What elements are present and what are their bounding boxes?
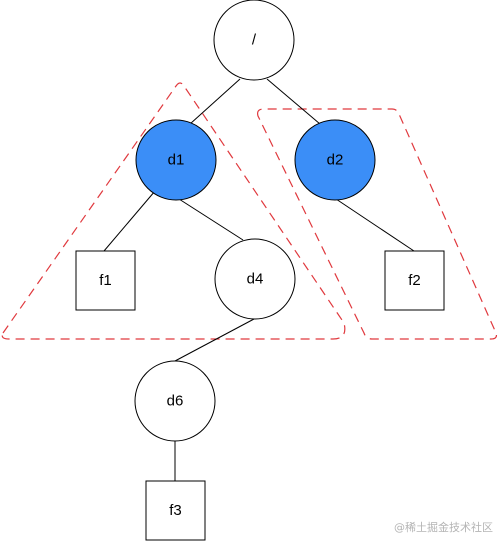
node-d1-label: d1	[168, 152, 185, 169]
group-outline-d1-subtree	[1, 82, 346, 340]
node-d1-circle	[135, 119, 217, 201]
edge-d1-d4	[178, 198, 244, 241]
tree-node-f2[interactable]: f2	[384, 250, 445, 311]
tree-node-d2[interactable]: d2	[294, 119, 376, 201]
node-d2-label: d2	[327, 152, 344, 169]
tree-node-root[interactable]: /	[213, 0, 295, 81]
node-root-label: /	[252, 32, 257, 49]
node-f3-label: f3	[169, 502, 182, 519]
tree-node-f1[interactable]: f1	[75, 250, 136, 311]
edge-d2-f2	[335, 198, 415, 252]
tree-node-d6[interactable]: d6	[134, 360, 216, 442]
edge-root-d2	[266, 78, 321, 125]
edge-d4-d6	[174, 318, 255, 362]
tree-node-d1[interactable]: d1	[135, 119, 217, 201]
edge-d1-f1	[103, 190, 156, 252]
tree-edges	[103, 78, 415, 481]
node-d4-circle	[214, 238, 296, 320]
node-f1-square	[75, 250, 136, 311]
node-f2-square	[384, 250, 445, 311]
node-f3-square	[145, 480, 206, 541]
node-root-circle	[213, 0, 295, 81]
node-f2-label: f2	[408, 272, 421, 289]
node-d6-circle	[134, 360, 216, 442]
tree-node-d4[interactable]: d4	[214, 238, 296, 320]
node-d4-label: d4	[247, 271, 264, 288]
tree-node-f3[interactable]: f3	[145, 480, 206, 541]
node-d6-label: d6	[167, 393, 184, 410]
node-f1-label: f1	[99, 272, 112, 289]
watermark: @稀土掘金技术社区	[394, 521, 493, 534]
group-outline-d2-subtree	[257, 108, 498, 340]
node-d2-circle	[294, 119, 376, 201]
edge-root-d1	[189, 78, 241, 125]
